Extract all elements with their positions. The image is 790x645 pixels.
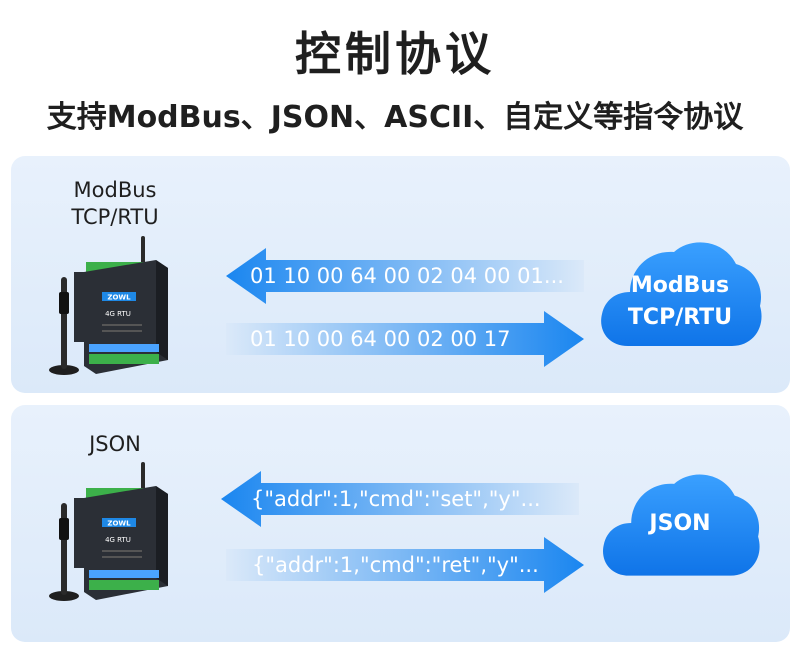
modbus-device-label-line2: TCP/RTU	[71, 205, 159, 229]
svg-text:4G RTU: 4G RTU	[105, 536, 131, 544]
modbus-command-text: 01 10 00 64 00 02 04 00 01...	[250, 264, 564, 288]
json-command-text: {"addr":1,"cmd":"set","y"...	[251, 487, 541, 511]
json-cloud-label: JSON	[649, 511, 711, 536]
modbus-arrow-to-device: 01 10 00 64 00 02 04 00 01...	[226, 248, 584, 304]
rtu-device-image: ZOWL 4G RTU	[44, 232, 184, 382]
page-title: 控制协议	[295, 27, 495, 81]
svg-text:ZOWL: ZOWL	[107, 520, 131, 528]
modbus-cloud: ModBus TCP/RTU	[596, 230, 764, 350]
modbus-arrow-to-cloud: 01 10 00 64 00 02 00 17	[226, 311, 584, 367]
rtu-device-image: ZOWL 4G RTU	[44, 458, 184, 608]
json-arrow-to-device: {"addr":1,"cmd":"set","y"...	[221, 471, 579, 527]
json-response-text: {"addr":1,"cmd":"ret","y"...	[252, 553, 539, 577]
json-cloud: JSON	[598, 462, 762, 580]
json-arrow-to-cloud: {"addr":1,"cmd":"ret","y"...	[226, 537, 584, 593]
modbus-device-label: ModBus TCP/RTU	[55, 177, 175, 231]
page-subtitle: 支持ModBus、JSON、ASCII、自定义等指令协议	[46, 100, 744, 135]
json-device-label: JSON	[89, 432, 141, 456]
modbus-cloud-line1: ModBus	[630, 273, 730, 298]
modbus-cloud-line2: TCP/RTU	[627, 305, 733, 330]
modbus-response-text: 01 10 00 64 00 02 00 17	[250, 327, 511, 351]
cloud-icon	[601, 242, 762, 346]
modbus-device-label-line1: ModBus	[73, 178, 157, 202]
svg-text:4G RTU: 4G RTU	[105, 310, 131, 318]
cloud-icon	[603, 474, 760, 576]
svg-text:ZOWL: ZOWL	[107, 294, 131, 302]
